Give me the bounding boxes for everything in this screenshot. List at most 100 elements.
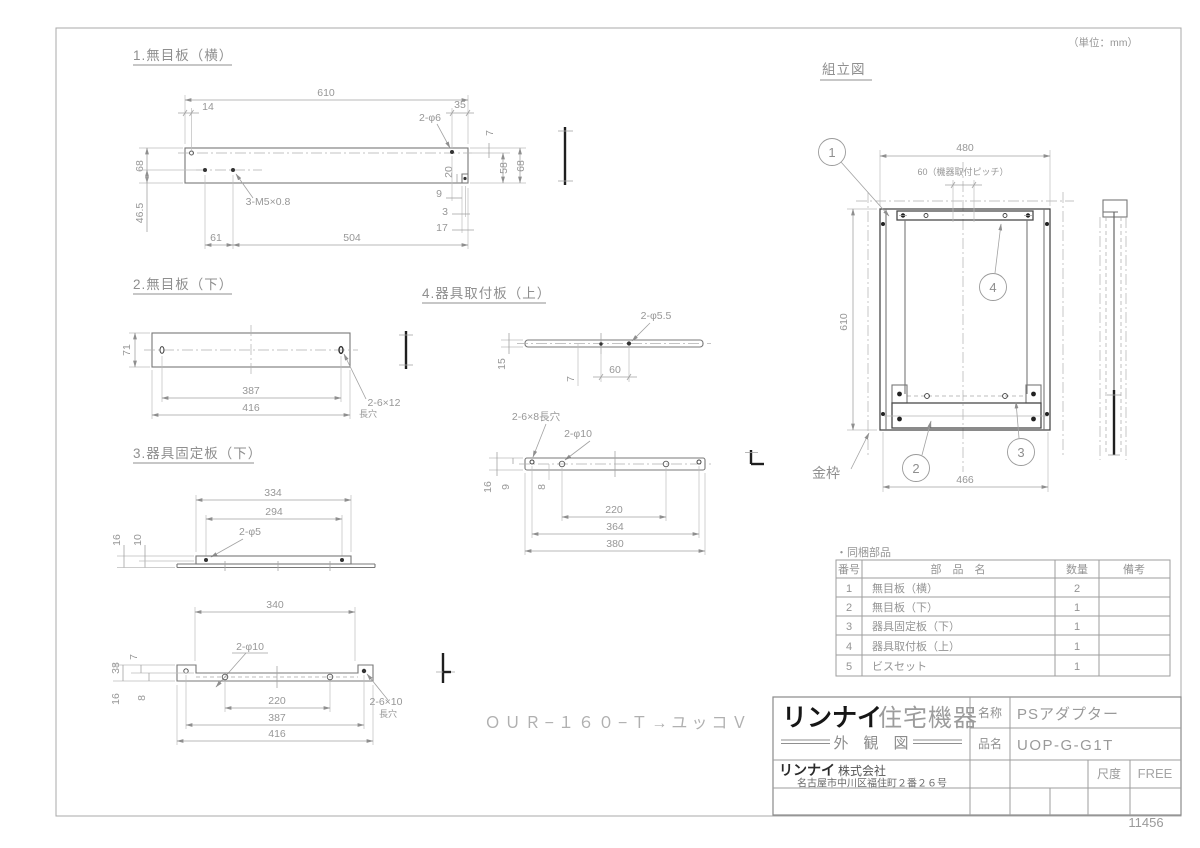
col-header-note: 備考 [1123, 563, 1145, 576]
balloon-1: 1 [818, 138, 890, 217]
svg-text:1: 1 [1074, 641, 1080, 653]
dim-label: 17 [436, 222, 448, 234]
dim-label: 60（機器取付ピッチ） [917, 166, 1008, 177]
dim-label: 16 [111, 534, 123, 546]
dim-label: 60 [609, 364, 621, 376]
dim-label: 2-φ5 [239, 526, 261, 538]
dim-label: 387 [268, 712, 286, 724]
table-row: 5 ビスセット 1 [846, 660, 1080, 673]
dim-label: 58 [498, 162, 510, 174]
table-row: 3 器具固定板（下） 1 [846, 619, 1080, 633]
balloon-4: 4 [979, 223, 1007, 301]
model-note: ＯＵＲ−１６０−Ｔ→ユッコＶ [485, 715, 752, 732]
dim-label: 38 [110, 662, 122, 674]
table-row: 4 器具取付板（上） 1 [846, 639, 1080, 653]
dim-label: 20 [443, 166, 455, 178]
svg-text:1: 1 [1074, 602, 1080, 614]
svg-text:ビスセット: ビスセット [872, 660, 927, 673]
dim-label: 35 [454, 99, 466, 111]
svg-text:5: 5 [846, 661, 852, 673]
table-row: 2 無目板（下） 1 [846, 600, 1080, 614]
doc-number: 11456 [1128, 815, 1163, 830]
dim-label: 3-M5×0.8 [246, 196, 291, 208]
dim-label: 9 [500, 484, 512, 490]
parts-table-title: ・同梱部品 [836, 545, 891, 559]
dim-label: 長穴 [379, 708, 397, 719]
dim-label: 220 [268, 695, 286, 707]
brand-logo-text: リンナイ [782, 704, 882, 732]
assembly-side-profile [1099, 199, 1128, 460]
balloon-2: 2 [902, 420, 932, 482]
dim-label: 2-6×8長穴 [512, 410, 561, 423]
dim-label: 610 [838, 313, 850, 331]
side-view-mark-4 [745, 450, 764, 466]
svg-text:無目板（横）: 無目板（横） [872, 581, 938, 595]
svg-text:無目板（下）: 無目板（下） [872, 600, 938, 614]
balloon-3: 3 [1007, 401, 1035, 466]
svg-text:3: 3 [1017, 445, 1024, 460]
dim-label: 480 [956, 142, 974, 154]
dim-label: 380 [606, 538, 624, 550]
dim-label: 8 [136, 695, 148, 701]
page-border [55, 27, 1182, 817]
dim-label: 71 [121, 344, 133, 356]
dim-label: 10 [132, 534, 144, 546]
dim-label: 364 [606, 521, 624, 533]
dim-label: 610 [317, 87, 335, 99]
dim-label: 16 [482, 481, 494, 493]
drawing-type-label: 外 観 図 [833, 735, 908, 752]
view-3-kigukoteiban-shita: 3.器具固定板（下） 334 294 2-φ5 16 10 340 [110, 446, 455, 745]
view-4-kigutoritsukeban-ue: 4.器具取付板（上） 2-φ5.5 15 7 60 2-6×8長穴 2-φ10 [422, 286, 764, 555]
svg-text:4: 4 [846, 641, 852, 653]
dim-label: 7 [484, 130, 496, 136]
dim-label: 15 [496, 358, 508, 370]
dim-label: 416 [268, 728, 286, 740]
view-1-mumeita-yoko: 1.無目板（横） 610 14 35 2-φ6 7 58 [133, 48, 573, 249]
parts-table: ・同梱部品 番号 部 品 名 数量 備考 1 無目板（横） 2 2 無目板（下）… [835, 545, 1171, 677]
svg-text:1: 1 [1074, 621, 1080, 633]
view-3-title: 3.器具固定板（下） [133, 446, 262, 461]
dim-label: 2-φ5.5 [641, 310, 672, 322]
company-name-rest: 株式会社 [838, 763, 886, 778]
title-block: リンナイ 住宅機器 外 観 図 リンナイ 株式会社 名古屋市中川区福住町２番２６… [772, 696, 1182, 816]
assembly-title: 組立図 [822, 62, 866, 77]
svg-text:器具取付板（上）: 器具取付板（上） [872, 639, 960, 653]
svg-text:2: 2 [846, 602, 852, 614]
company-address: 名古屋市中川区福住町２番２６号 [797, 777, 947, 790]
name-label: 名称 [978, 705, 1002, 720]
table-row: 1 無目板（横） 2 [846, 581, 1080, 595]
dim-label: 68 [515, 160, 527, 172]
scale-value: FREE [1138, 766, 1173, 781]
dim-label: 2-6×10 [370, 696, 403, 708]
svg-text:4: 4 [989, 280, 996, 295]
dim-label: 7 [565, 376, 577, 382]
dim-label: 340 [266, 599, 284, 611]
svg-text:3: 3 [846, 621, 852, 633]
dim-label: 8 [536, 484, 548, 490]
dim-label: 3 [442, 206, 448, 218]
view-4-title: 4.器具取付板（上） [422, 286, 551, 301]
col-header-no: 番号 [838, 563, 860, 576]
dim-label: 7 [128, 654, 140, 660]
dim-label: 416 [242, 402, 260, 414]
dim-label: 387 [242, 385, 260, 397]
svg-text:2: 2 [912, 461, 919, 476]
view-1-title: 1.無目板（横） [133, 48, 233, 63]
dim-label: 2-6×12 [368, 397, 401, 409]
dim-label: 68 [134, 160, 146, 172]
dim-label: 466 [956, 474, 974, 486]
dim-label: 2-φ6 [419, 112, 441, 124]
svg-text:器具固定板（下）: 器具固定板（下） [872, 619, 960, 633]
svg-text:1: 1 [828, 145, 835, 160]
svg-text:1: 1 [1074, 661, 1080, 673]
col-header-qty: 数量 [1066, 563, 1088, 576]
dim-label: 9 [436, 188, 442, 200]
unit-note: （単位：mm） [1068, 36, 1138, 49]
brand-division: 住宅機器 [878, 705, 978, 732]
name-value: PSアダプター [1017, 706, 1119, 723]
product-number-value: UOP-G-G1T [1017, 737, 1114, 754]
kanawaku-label: 金枠 [812, 465, 840, 481]
view-2-mumeita-shita: 2.無目板（下） 71 387 416 2-6×12 長穴 [121, 277, 413, 419]
